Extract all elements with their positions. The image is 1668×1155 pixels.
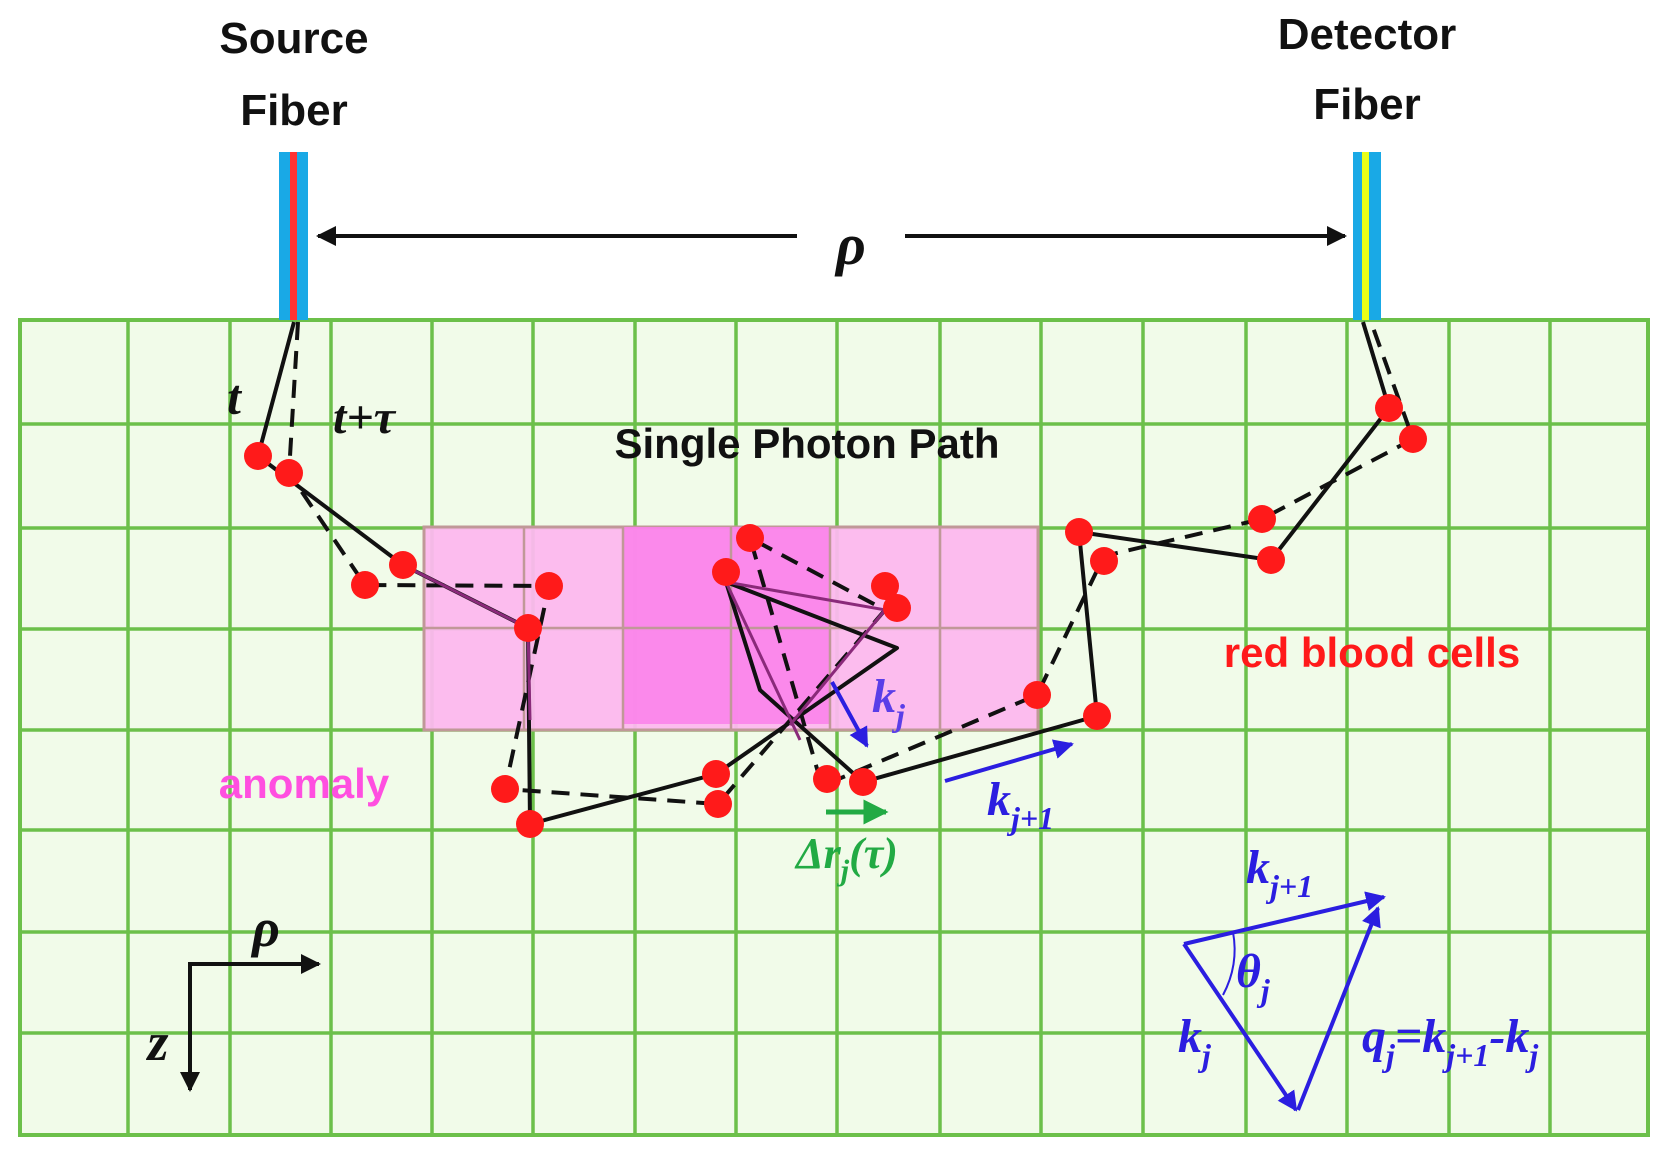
red-blood-cell xyxy=(1090,547,1118,575)
red-blood-cell xyxy=(871,572,899,600)
delta-r-label: Δrj(τ) xyxy=(794,829,898,887)
q-equation-label: qj=kj+1-kj xyxy=(1362,1010,1538,1073)
detector-fiber xyxy=(1353,152,1381,320)
red-blood-cell xyxy=(883,594,911,622)
theta-label: θj xyxy=(1236,945,1270,1008)
red-blood-cell xyxy=(491,775,519,803)
scattering-triangle xyxy=(1182,891,1386,1112)
source-fiber xyxy=(279,152,308,320)
time-t-tau-label: t+τ xyxy=(333,391,397,444)
red-blood-cell xyxy=(535,572,563,600)
red-blood-cell xyxy=(702,760,730,788)
red-blood-cell xyxy=(1257,546,1285,574)
red-blood-cell xyxy=(1065,518,1093,546)
axis-indicator xyxy=(180,954,321,1092)
red-blood-cell xyxy=(275,459,303,487)
rho-axis-label: ρ xyxy=(250,898,280,958)
rbc-label: red blood cells xyxy=(1224,629,1520,676)
red-blood-cell xyxy=(1375,394,1403,422)
rho-label-top: ρ xyxy=(834,212,866,277)
z-axis-label: z xyxy=(145,1012,168,1072)
red-blood-cell xyxy=(1248,505,1276,533)
red-blood-cell xyxy=(389,551,417,579)
red-blood-cell xyxy=(1083,702,1111,730)
kj1-label-mid: kj+1 xyxy=(987,773,1054,836)
red-blood-cell xyxy=(351,571,379,599)
labels: Source Fiber Detector Fiber ρ t t+τ Sing… xyxy=(145,10,1538,1073)
anomaly-core xyxy=(623,527,830,724)
red-blood-cell xyxy=(813,765,841,793)
red-blood-cell xyxy=(849,768,877,796)
kj1-arrow xyxy=(944,739,1074,783)
red-blood-cells xyxy=(244,394,1427,838)
red-blood-cell xyxy=(704,790,732,818)
source-label-line2: Fiber xyxy=(240,86,348,135)
red-blood-cell xyxy=(1399,425,1427,453)
red-blood-cell xyxy=(514,614,542,642)
red-blood-cell xyxy=(736,524,764,552)
detector-label-line2: Fiber xyxy=(1313,80,1421,129)
time-t-label: t xyxy=(227,369,243,425)
kj-arrow xyxy=(830,681,869,748)
photon-path-t-tau xyxy=(287,321,1415,806)
red-blood-cell xyxy=(1023,681,1051,709)
anomaly-label: anomaly xyxy=(219,760,390,807)
source-label-line1: Source xyxy=(219,14,368,63)
red-blood-cell xyxy=(516,810,544,838)
detector-label-line1: Detector xyxy=(1278,10,1457,59)
path-title: Single Photon Path xyxy=(615,420,1000,467)
red-blood-cell xyxy=(712,558,740,586)
kj1-label-triangle: kj+1 xyxy=(1246,841,1313,904)
red-blood-cell xyxy=(244,442,272,470)
